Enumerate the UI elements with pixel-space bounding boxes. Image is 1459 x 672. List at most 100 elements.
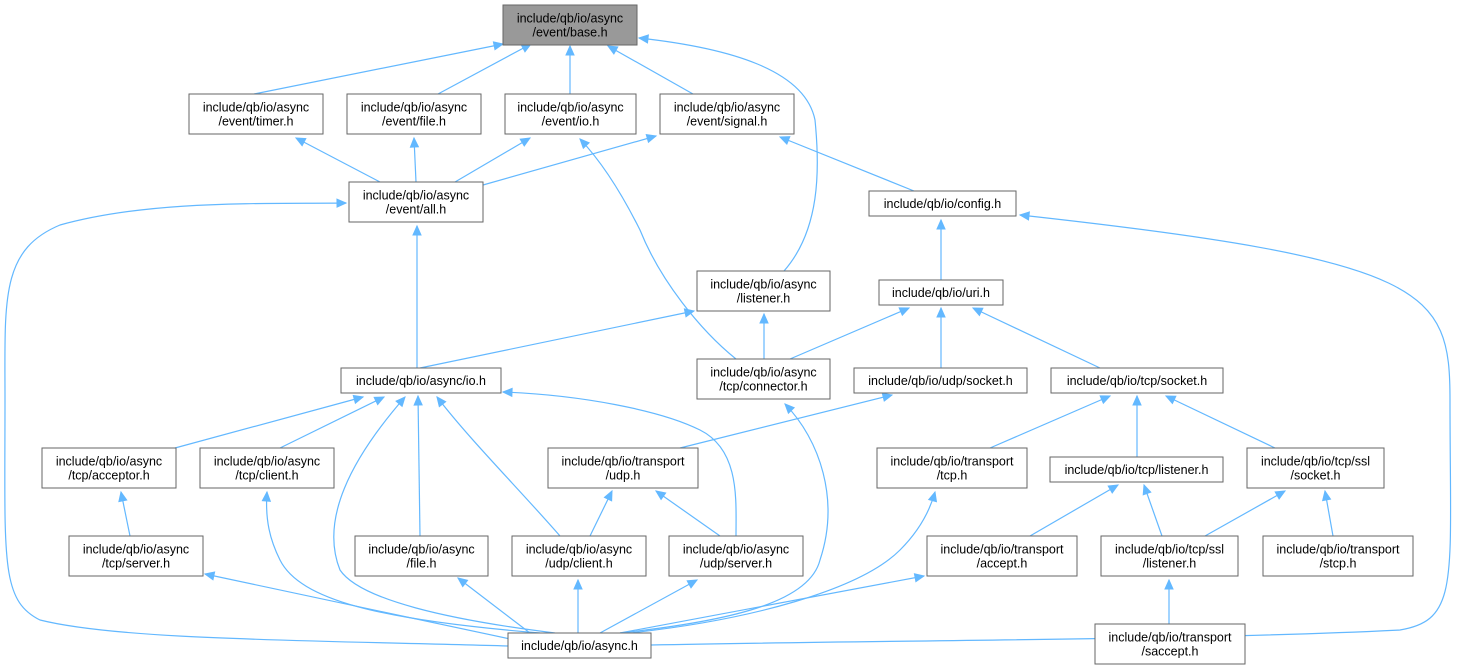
node-box[interactable]: [853, 367, 1028, 394]
arrow-head: [936, 306, 946, 318]
edge-line: [607, 45, 694, 95]
arrow-head: [413, 394, 423, 406]
arrow-head: [683, 308, 696, 318]
node-efile[interactable]: include/qb/io/async/event/file.h: [346, 93, 482, 135]
node-box[interactable]: [348, 181, 484, 223]
node-label: include/qb/io/async: [203, 101, 309, 115]
node-listener[interactable]: include/qb/io/async/listener.h: [696, 270, 831, 312]
node-udptransport[interactable]: include/qb/io/transport/udp.h: [547, 447, 699, 489]
node-box[interactable]: [354, 535, 489, 577]
node-label: /saccept.h: [1142, 645, 1199, 659]
node-box[interactable]: [696, 270, 831, 312]
edge-line: [253, 43, 504, 95]
node-accept[interactable]: include/qb/io/transport/accept.h: [926, 535, 1078, 577]
node-label: include/qb/io/async/io.h: [356, 374, 486, 388]
edge-async-to-tcpclient: [261, 490, 541, 634]
node-label: /udp.h: [606, 469, 641, 483]
node-saccept[interactable]: include/qb/io/transport/saccept.h: [1094, 623, 1246, 665]
node-label: include/qb/io/async.h: [521, 639, 638, 653]
node-async[interactable]: include/qb/io/async.h: [507, 632, 652, 659]
node-box[interactable]: [1094, 623, 1246, 665]
node-config[interactable]: include/qb/io/config.h: [868, 190, 1017, 217]
arrow-head: [686, 579, 699, 589]
node-tcpserver[interactable]: include/qb/io/async/tcp/server.h: [68, 535, 204, 577]
node-udpsocket[interactable]: include/qb/io/udp/socket.h: [853, 367, 1028, 394]
node-tcptransport[interactable]: include/qb/io/transport/tcp.h: [876, 447, 1028, 489]
node-label: include/qb/io/tcp/listener.h: [1065, 463, 1209, 477]
edge-saccept-to-ssllistener: [1164, 578, 1174, 624]
node-afile[interactable]: include/qb/io/async/file.h: [354, 535, 489, 577]
edge-line: [436, 396, 561, 537]
node-label: /event/timer.h: [218, 115, 293, 129]
node-label: include/qb/io/async: [710, 278, 816, 292]
edge-timer-to-base: [253, 41, 505, 95]
edge-line: [457, 577, 531, 634]
node-sslsocket[interactable]: include/qb/io/tcp/ssl/socket.h: [1246, 447, 1385, 489]
node-box[interactable]: [926, 535, 1078, 577]
arrow-head: [492, 41, 505, 51]
node-all[interactable]: include/qb/io/async/event/all.h: [348, 181, 484, 223]
node-box[interactable]: [868, 190, 1017, 217]
node-box[interactable]: [659, 93, 795, 135]
arrow-head: [1107, 484, 1120, 494]
edge-line: [482, 135, 657, 186]
node-label: include/qb/io/transport: [1109, 631, 1233, 645]
edge-line: [295, 137, 381, 183]
node-box[interactable]: [502, 4, 638, 46]
node-box[interactable]: [188, 93, 324, 135]
node-uri[interactable]: include/qb/io/uri.h: [878, 279, 1004, 306]
node-asyncio[interactable]: include/qb/io/async/io.h: [340, 367, 502, 394]
node-label: include/qb/io/transport: [562, 455, 686, 469]
arrow-head: [927, 490, 938, 503]
node-ssllistener[interactable]: include/qb/io/tcp/ssl/listener.h: [1100, 535, 1239, 577]
node-signal[interactable]: include/qb/io/async/event/signal.h: [659, 93, 795, 135]
node-label: include/qb/io/async: [368, 543, 474, 557]
edge-line: [650, 214, 1452, 646]
edge-line: [437, 43, 532, 95]
edge-all-to-signal: [482, 134, 658, 186]
node-box[interactable]: [547, 447, 699, 489]
node-box[interactable]: [199, 447, 335, 489]
node-box[interactable]: [1050, 367, 1224, 394]
node-tcpclient[interactable]: include/qb/io/async/tcp/client.h: [199, 447, 335, 489]
node-base[interactable]: include/qb/io/async/event/base.h: [502, 4, 638, 46]
node-box[interactable]: [696, 358, 831, 400]
edge-line: [417, 395, 421, 537]
edge-config-to-signal: [778, 136, 915, 192]
edge-sslsocket-to-tcpsocket: [1164, 395, 1276, 449]
node-box[interactable]: [1262, 535, 1414, 577]
node-label: /listener.h: [1143, 557, 1197, 571]
node-box[interactable]: [1100, 535, 1239, 577]
node-label: /event/signal.h: [687, 115, 768, 129]
node-eio[interactable]: include/qb/io/async/event/io.h: [504, 93, 637, 135]
node-box[interactable]: [876, 447, 1028, 489]
node-acceptor[interactable]: include/qb/io/async/tcp/acceptor.h: [41, 447, 177, 489]
node-udpclient[interactable]: include/qb/io/async/udp/client.h: [511, 535, 647, 577]
node-box[interactable]: [68, 535, 204, 577]
node-box[interactable]: [346, 93, 482, 135]
node-label: include/qb/io/tcp/ssl: [1115, 543, 1224, 557]
node-box[interactable]: [511, 535, 647, 577]
node-label: include/qb/io/async: [674, 101, 780, 115]
node-box[interactable]: [668, 535, 804, 577]
node-box[interactable]: [504, 93, 637, 135]
node-box[interactable]: [1049, 456, 1224, 483]
node-box[interactable]: [340, 367, 502, 394]
arrow-head: [457, 577, 469, 588]
node-udpserver[interactable]: include/qb/io/async/udp/server.h: [668, 535, 804, 577]
node-tcpsocket[interactable]: include/qb/io/tcp/socket.h: [1050, 367, 1224, 394]
node-stcp[interactable]: include/qb/io/transport/stcp.h: [1262, 535, 1414, 577]
edge-udpserver-to-udptransport: [654, 490, 721, 537]
node-timer[interactable]: include/qb/io/async/event/timer.h: [188, 93, 324, 135]
node-label: /event/io.h: [542, 115, 600, 129]
node-connector[interactable]: include/qb/io/async/tcp/connector.h: [696, 358, 831, 400]
edge-line: [638, 37, 818, 272]
node-box[interactable]: [41, 447, 177, 489]
edge-tcpserver-to-acceptor: [118, 490, 131, 537]
node-box[interactable]: [878, 279, 1004, 306]
edge-all-to-efile: [409, 136, 420, 183]
node-box[interactable]: [507, 632, 652, 659]
node-tcplistener[interactable]: include/qb/io/tcp/listener.h: [1049, 456, 1224, 483]
edge-connector-to-uri: [789, 307, 911, 360]
node-box[interactable]: [1246, 447, 1385, 489]
